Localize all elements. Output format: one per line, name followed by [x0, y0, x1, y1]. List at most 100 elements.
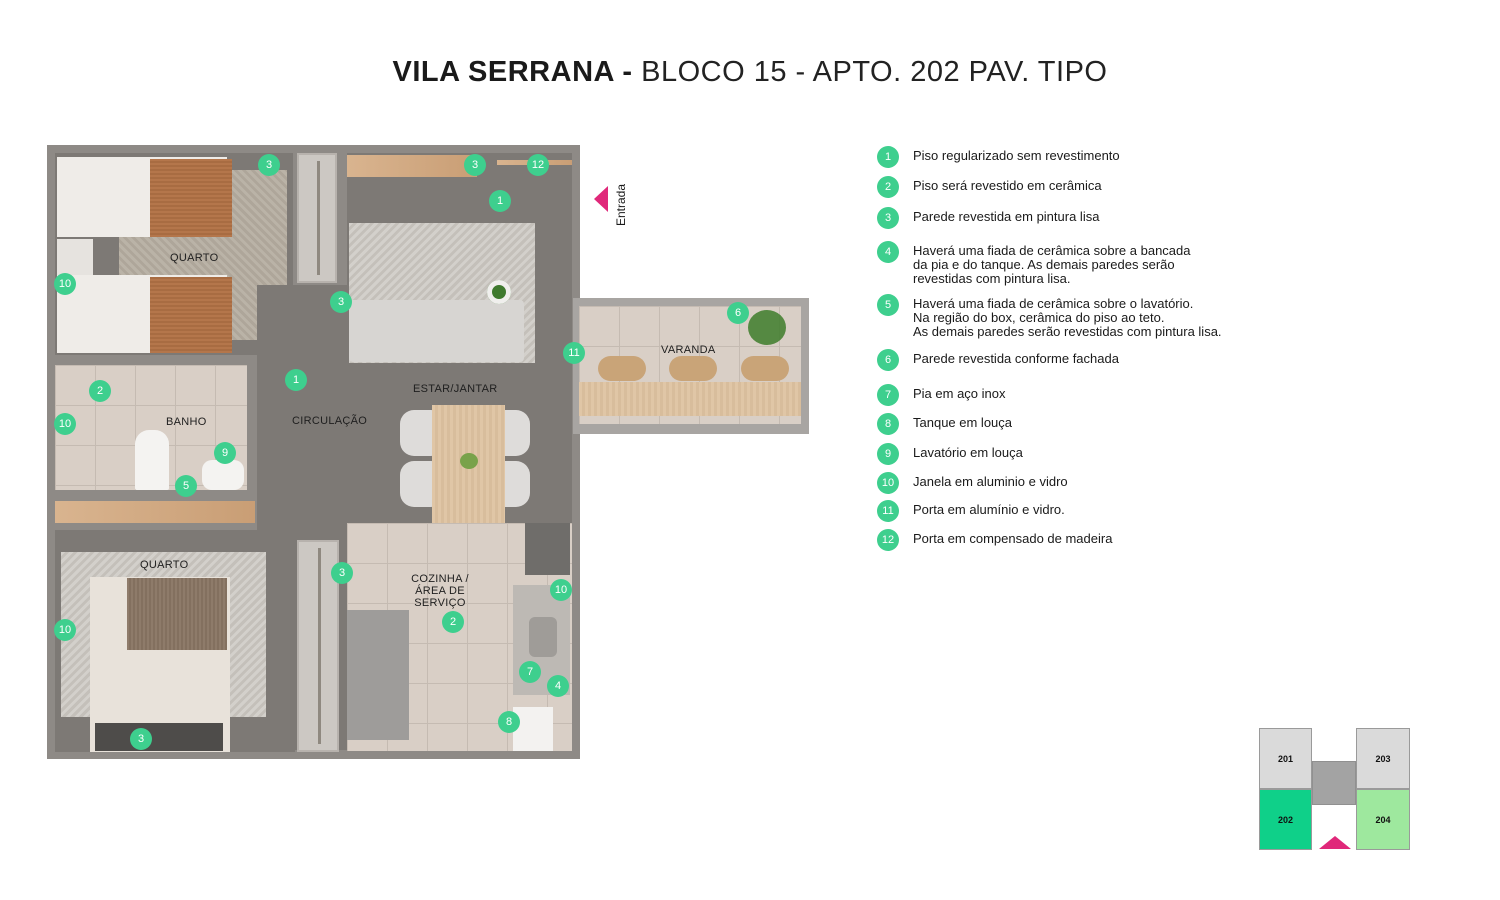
legend-text: Pia em aço inox: [913, 386, 1006, 401]
laundry-tub: [513, 707, 553, 751]
legend-number-badge: 7: [877, 384, 899, 406]
blanket-double: [127, 578, 227, 650]
sink: [202, 460, 244, 490]
plan-marker-10: 10: [550, 579, 572, 601]
legend-text: Haverá uma fiada de cerâmica sobre o lav…: [913, 296, 1222, 339]
label-banho: BANHO: [166, 416, 207, 428]
entrance-triangle-icon: [1319, 836, 1351, 849]
toilet: [135, 430, 169, 490]
legend-text: Piso será revestido em cerâmica: [913, 178, 1102, 193]
legend-text: Tanque em louça: [913, 415, 1013, 430]
desk: [55, 501, 255, 523]
label-cozinha-line2: ÁREA DE SERVIÇO: [414, 585, 466, 609]
legend-item-3: 3 Parede revestida em pintura lisa: [877, 207, 1099, 229]
closet-quarto-1: [297, 153, 337, 283]
plan-marker-6: 6: [727, 302, 749, 324]
legend-number-badge: 2: [877, 176, 899, 198]
unit-label: 202: [1277, 814, 1294, 825]
legend-text: Lavatório em louça: [913, 445, 1023, 460]
legend-item-4: 4 Haverá uma fiada de cerâmica sobre a ba…: [877, 241, 1191, 286]
title-unit: BLOCO 15 - APTO. 202 PAV. TIPO: [632, 56, 1108, 88]
legend-number-badge: 6: [877, 349, 899, 371]
unit-202-current: 202: [1259, 789, 1312, 850]
label-varanda: VARANDA: [661, 344, 716, 356]
legend-number-badge: 1: [877, 146, 899, 168]
legend-item-6: 6 Parede revestida conforme fachada: [877, 349, 1119, 371]
legend-text: Parede revestida conforme fachada: [913, 351, 1119, 366]
entrada-label: Entrada: [614, 183, 628, 226]
legend-text: Janela em aluminio e vidro: [913, 474, 1068, 489]
legend-text: Parede revestida em pintura lisa: [913, 209, 1100, 224]
plan-marker-1: 1: [489, 190, 511, 212]
stove: [525, 523, 570, 575]
legend-text: Piso regularizado sem revestimento: [913, 148, 1120, 163]
plan-marker-9: 9: [214, 442, 236, 464]
plan-marker-3: 3: [330, 291, 352, 313]
legend-number-badge: 5: [877, 294, 899, 316]
label-quarto-1: QUARTO: [170, 252, 219, 264]
unit-203: 203: [1356, 728, 1410, 789]
plan-marker-10: 10: [54, 619, 76, 641]
balcony-counter: [579, 382, 801, 416]
legend-number-badge: 11: [877, 500, 899, 522]
label-estar-jantar: ESTAR/JANTAR: [413, 383, 498, 395]
unit-label: 201: [1277, 753, 1294, 764]
legend-number-badge: 8: [877, 413, 899, 435]
plan-marker-11: 11: [563, 342, 585, 364]
unit-label: 204: [1375, 814, 1391, 825]
legend-item-7: 7 Pia em aço inox: [877, 384, 1006, 406]
plant-varanda: [748, 310, 786, 345]
building-core: [1312, 761, 1356, 805]
plan-marker-8: 8: [498, 711, 520, 733]
plan-marker-2: 2: [442, 611, 464, 633]
stool-1: [598, 356, 646, 381]
plan-marker-10: 10: [54, 273, 76, 295]
tv-stand: [347, 155, 477, 177]
unit-204: 204: [1356, 789, 1410, 850]
nightstand: [57, 239, 93, 275]
plan-marker-7: 7: [519, 661, 541, 683]
title-project: VILA SERRANA -: [392, 56, 633, 88]
floor-plan: [47, 145, 580, 759]
blanket-bottom: [150, 277, 232, 353]
block-minimap: 201 203 202 204: [1259, 728, 1411, 850]
plan-marker-3: 3: [130, 728, 152, 750]
legend-item-2: 2 Piso será revestido em cerâmica: [877, 176, 1102, 198]
plan-marker-3: 3: [331, 562, 353, 584]
label-cozinha-line1: COZINHA /: [411, 573, 469, 585]
blanket-top: [150, 159, 232, 237]
legend-text: Haverá uma fiada de cerâmica sobre a ban…: [913, 243, 1191, 286]
legend-item-5: 5 Haverá uma fiada de cerâmica sobre o la…: [877, 294, 1222, 339]
unit-label: 203: [1375, 753, 1391, 764]
legend-number-badge: 4: [877, 241, 899, 263]
label-cozinha: COZINHA / ÁREA DE SERVIÇO: [390, 573, 490, 609]
plan-marker-12: 12: [527, 154, 549, 176]
legend-number-badge: 10: [877, 472, 899, 494]
plan-marker-2: 2: [89, 380, 111, 402]
plant-pot: [487, 280, 511, 304]
stool-2: [669, 356, 717, 381]
legend-item-1: 1 Piso regularizado sem revestimento: [877, 146, 1120, 168]
plan-marker-10: 10: [54, 413, 76, 435]
varanda-area: [573, 298, 809, 434]
legend-number-badge: 9: [877, 443, 899, 465]
entrada-arrow-icon: [594, 186, 608, 212]
label-circulacao: CIRCULAÇÃO: [292, 415, 368, 427]
legend-item-10: 10 Janela em aluminio e vidro: [877, 472, 1068, 494]
legend-item-8: 8 Tanque em louça: [877, 413, 1012, 435]
plan-marker-4: 4: [547, 675, 569, 697]
legend-item-12: 12 Porta em compensado de madeira: [877, 529, 1112, 551]
legend-text: Porta em alumínio e vidro.: [913, 502, 1065, 517]
table-plant: [460, 453, 478, 469]
legend-item-9: 9 Lavatório em louça: [877, 443, 1023, 465]
kitchen-sink: [529, 617, 557, 657]
unit-201: 201: [1259, 728, 1312, 789]
legend-item-11: 11 Porta em alumínio e vidro.: [877, 500, 1065, 522]
headboard: [95, 723, 223, 751]
legend-number-badge: 12: [877, 529, 899, 551]
legend-number-badge: 3: [877, 207, 899, 229]
sofa: [349, 300, 524, 362]
fridge: [347, 610, 409, 740]
plan-marker-3: 3: [464, 154, 486, 176]
legend-text: Porta em compensado de madeira: [913, 531, 1113, 546]
